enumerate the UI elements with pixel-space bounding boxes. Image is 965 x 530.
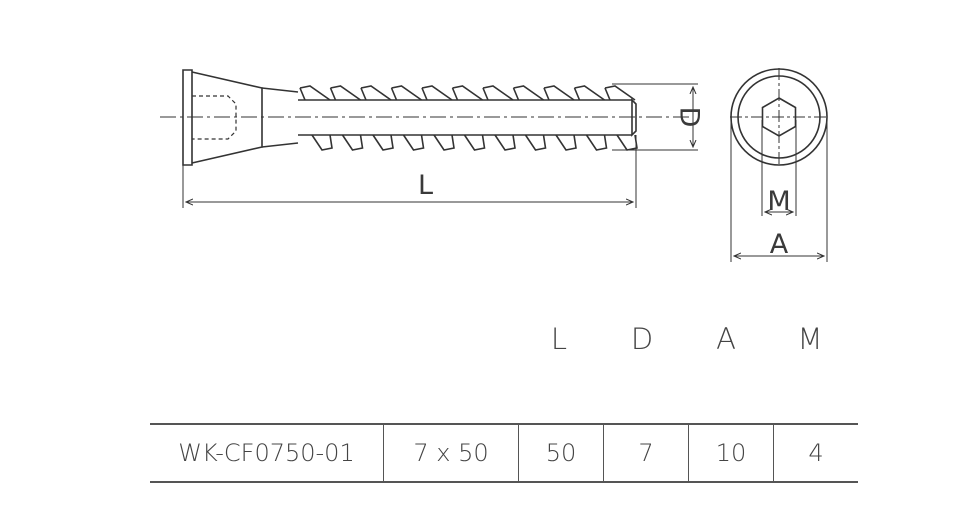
thread-flight [512,85,547,151]
header-L: L [550,322,568,356]
socket-label: M [767,186,790,217]
diameter-dimension [612,83,698,151]
thread-flight [329,85,364,151]
head-dimension [730,117,828,262]
length-label: L [418,170,433,201]
cell-D: 7 [603,423,689,483]
diameter-label: D [674,107,705,128]
table-row: WK-CF0750-01 7 x 50 50 7 10 4 [150,423,858,483]
screw-end-view [730,68,828,166]
cell-L: 50 [518,423,604,483]
header-D: D [630,322,654,356]
spec-table: WK-CF0750-01 7 x 50 50 7 10 4 [150,423,858,483]
length-dimension [182,135,637,208]
screw-technical-drawing: L D M A [160,68,828,262]
header-M: M [797,322,823,356]
thread-flight [573,85,608,151]
socket-dimension [761,120,797,216]
head-label: A [770,229,789,260]
cell-M: 4 [773,423,858,483]
thread-flight [390,85,425,151]
thread-flight [543,85,577,151]
thread-flight [421,85,455,151]
cell-size: 7 x 50 [383,423,519,483]
thread-flight [360,85,394,151]
thread-flight [299,85,333,151]
screw-threads [299,85,638,151]
header-A: A [716,322,736,356]
thread-flight [451,85,486,151]
cell-code: WK-CF0750-01 [150,423,384,483]
cell-A: 10 [688,423,774,483]
thread-flight [482,85,516,151]
